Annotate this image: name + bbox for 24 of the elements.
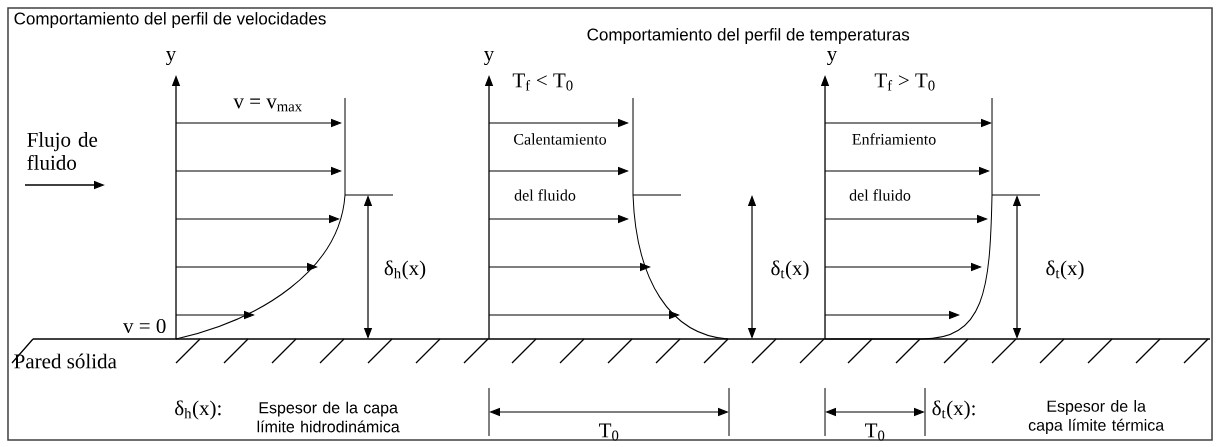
velocity-label: v = v$_{max}$	[233, 98, 302, 112]
panel-heading: Comportamiento del perfil de velocidades	[14, 12, 326, 28]
thickness-label: δ$_{t}$(x)	[771, 260, 809, 280]
velocity-label: v = 0	[123, 318, 166, 334]
process-label: del fluido	[514, 189, 576, 201]
process-label: del fluido	[849, 189, 911, 201]
thickness-label: δ$_{t}$(x)	[1046, 260, 1084, 280]
thickness-label: δ$_{h}$(x)	[384, 260, 426, 280]
process-label: Calentamiento	[514, 133, 607, 145]
condition-label: T$_{f}$ < T$_{0}$	[512, 73, 573, 91]
dimension-label: T$_{0}$	[599, 423, 619, 441]
axis-label: y	[827, 50, 838, 66]
dimension-label: T$_{0}$	[865, 423, 885, 441]
axis-label: y	[166, 50, 177, 66]
panel-heading: Comportamiento del perfil de temperaturas	[587, 28, 910, 44]
symbol-label: δ$_{h}$(x):	[175, 400, 221, 420]
axis-label: y	[484, 50, 495, 66]
definition-text: Espesor de la capa límite térmica	[1028, 400, 1165, 434]
wall-label: Pared sólida	[14, 353, 117, 369]
flow-label: Flujo de fluido	[27, 132, 98, 170]
symbol-label: δ$_{t}$(x):	[932, 400, 975, 420]
definition-text: Espesor de la capa límite hidrodinámica	[257, 401, 400, 433]
process-label: Enfriamiento	[852, 133, 936, 145]
condition-label: T$_{f}$ > T$_{0}$	[874, 73, 935, 91]
